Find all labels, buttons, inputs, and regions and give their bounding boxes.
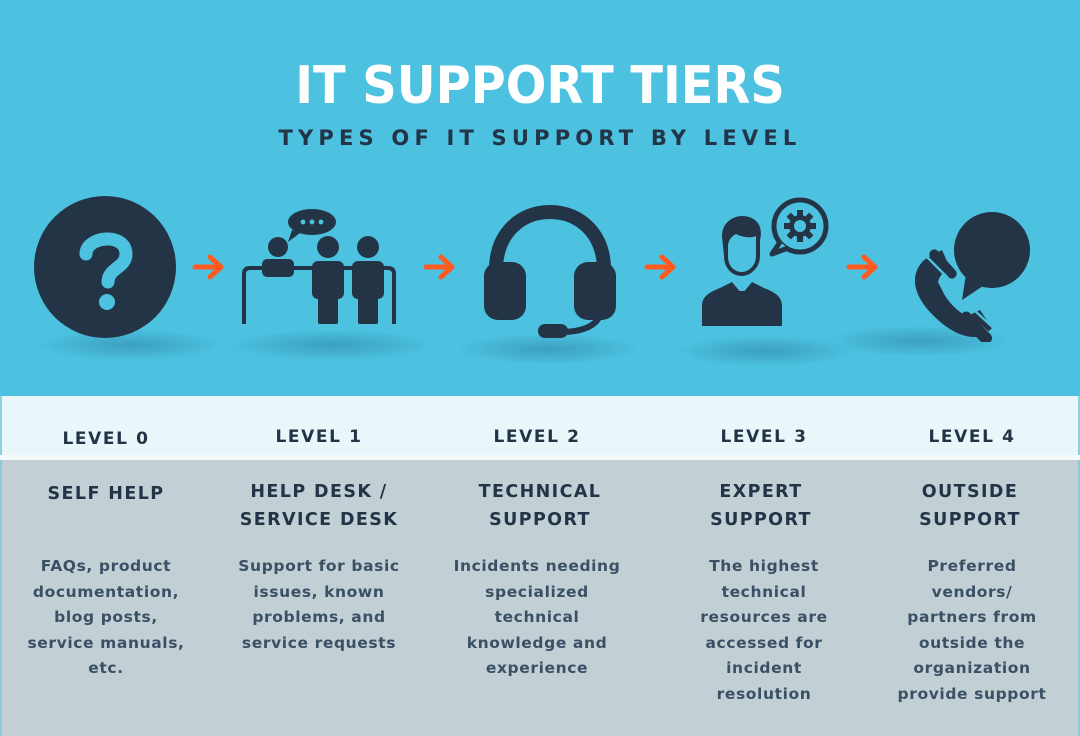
expert-person-gear-icon [702,197,829,326]
tier-level-label: LEVEL 0 [62,429,150,449]
tier-description: Support for basic issues, known problems… [238,557,400,652]
phone-speech-bubble-icon [914,212,1030,342]
right-arrow-icon [423,254,455,280]
tier-level-label: LEVEL 4 [928,427,1016,447]
page-title: IT SUPPORT TIERS [295,56,785,116]
tier-name: HELP DESK / SERVICE DESK [239,482,399,530]
icon-shadow [40,330,220,360]
tier-description: The highest technical resources are acce… [700,557,828,703]
tier-description: FAQs, product documentation, blog posts,… [27,557,185,677]
icon-shadow [458,334,638,364]
level-band [0,396,1080,458]
tier-level-label: LEVEL 3 [720,427,808,447]
page-subtitle: TYPES OF IT SUPPORT BY LEVEL [278,126,802,150]
tier-level-label: LEVEL 2 [493,427,581,447]
tier-name: TECHNICAL SUPPORT [478,482,602,530]
headset-icon [484,204,616,338]
question-mark-circle-icon [34,196,176,338]
right-arrow-icon [644,254,676,280]
help-desk-people-icon [242,209,396,324]
right-arrow-icon [846,254,878,280]
icon-shadow [232,330,432,360]
right-arrow-icon [192,254,224,280]
tier-description: Incidents needing specialized technical … [453,557,621,677]
tier-name: SELF HELP [47,484,165,504]
icon-shadow [680,336,850,366]
tier-level-label: LEVEL 1 [275,427,363,447]
header-section: IT SUPPORT TIERS TYPES OF IT SUPPORT BY … [0,0,1080,396]
band-divider [0,455,1080,460]
tier-name: EXPERT SUPPORT [710,482,812,530]
tier-details-section [0,460,1080,736]
tier-description: Preferred vendors/ partners from outside… [897,557,1047,703]
tier-name: OUTSIDE SUPPORT [919,482,1021,530]
